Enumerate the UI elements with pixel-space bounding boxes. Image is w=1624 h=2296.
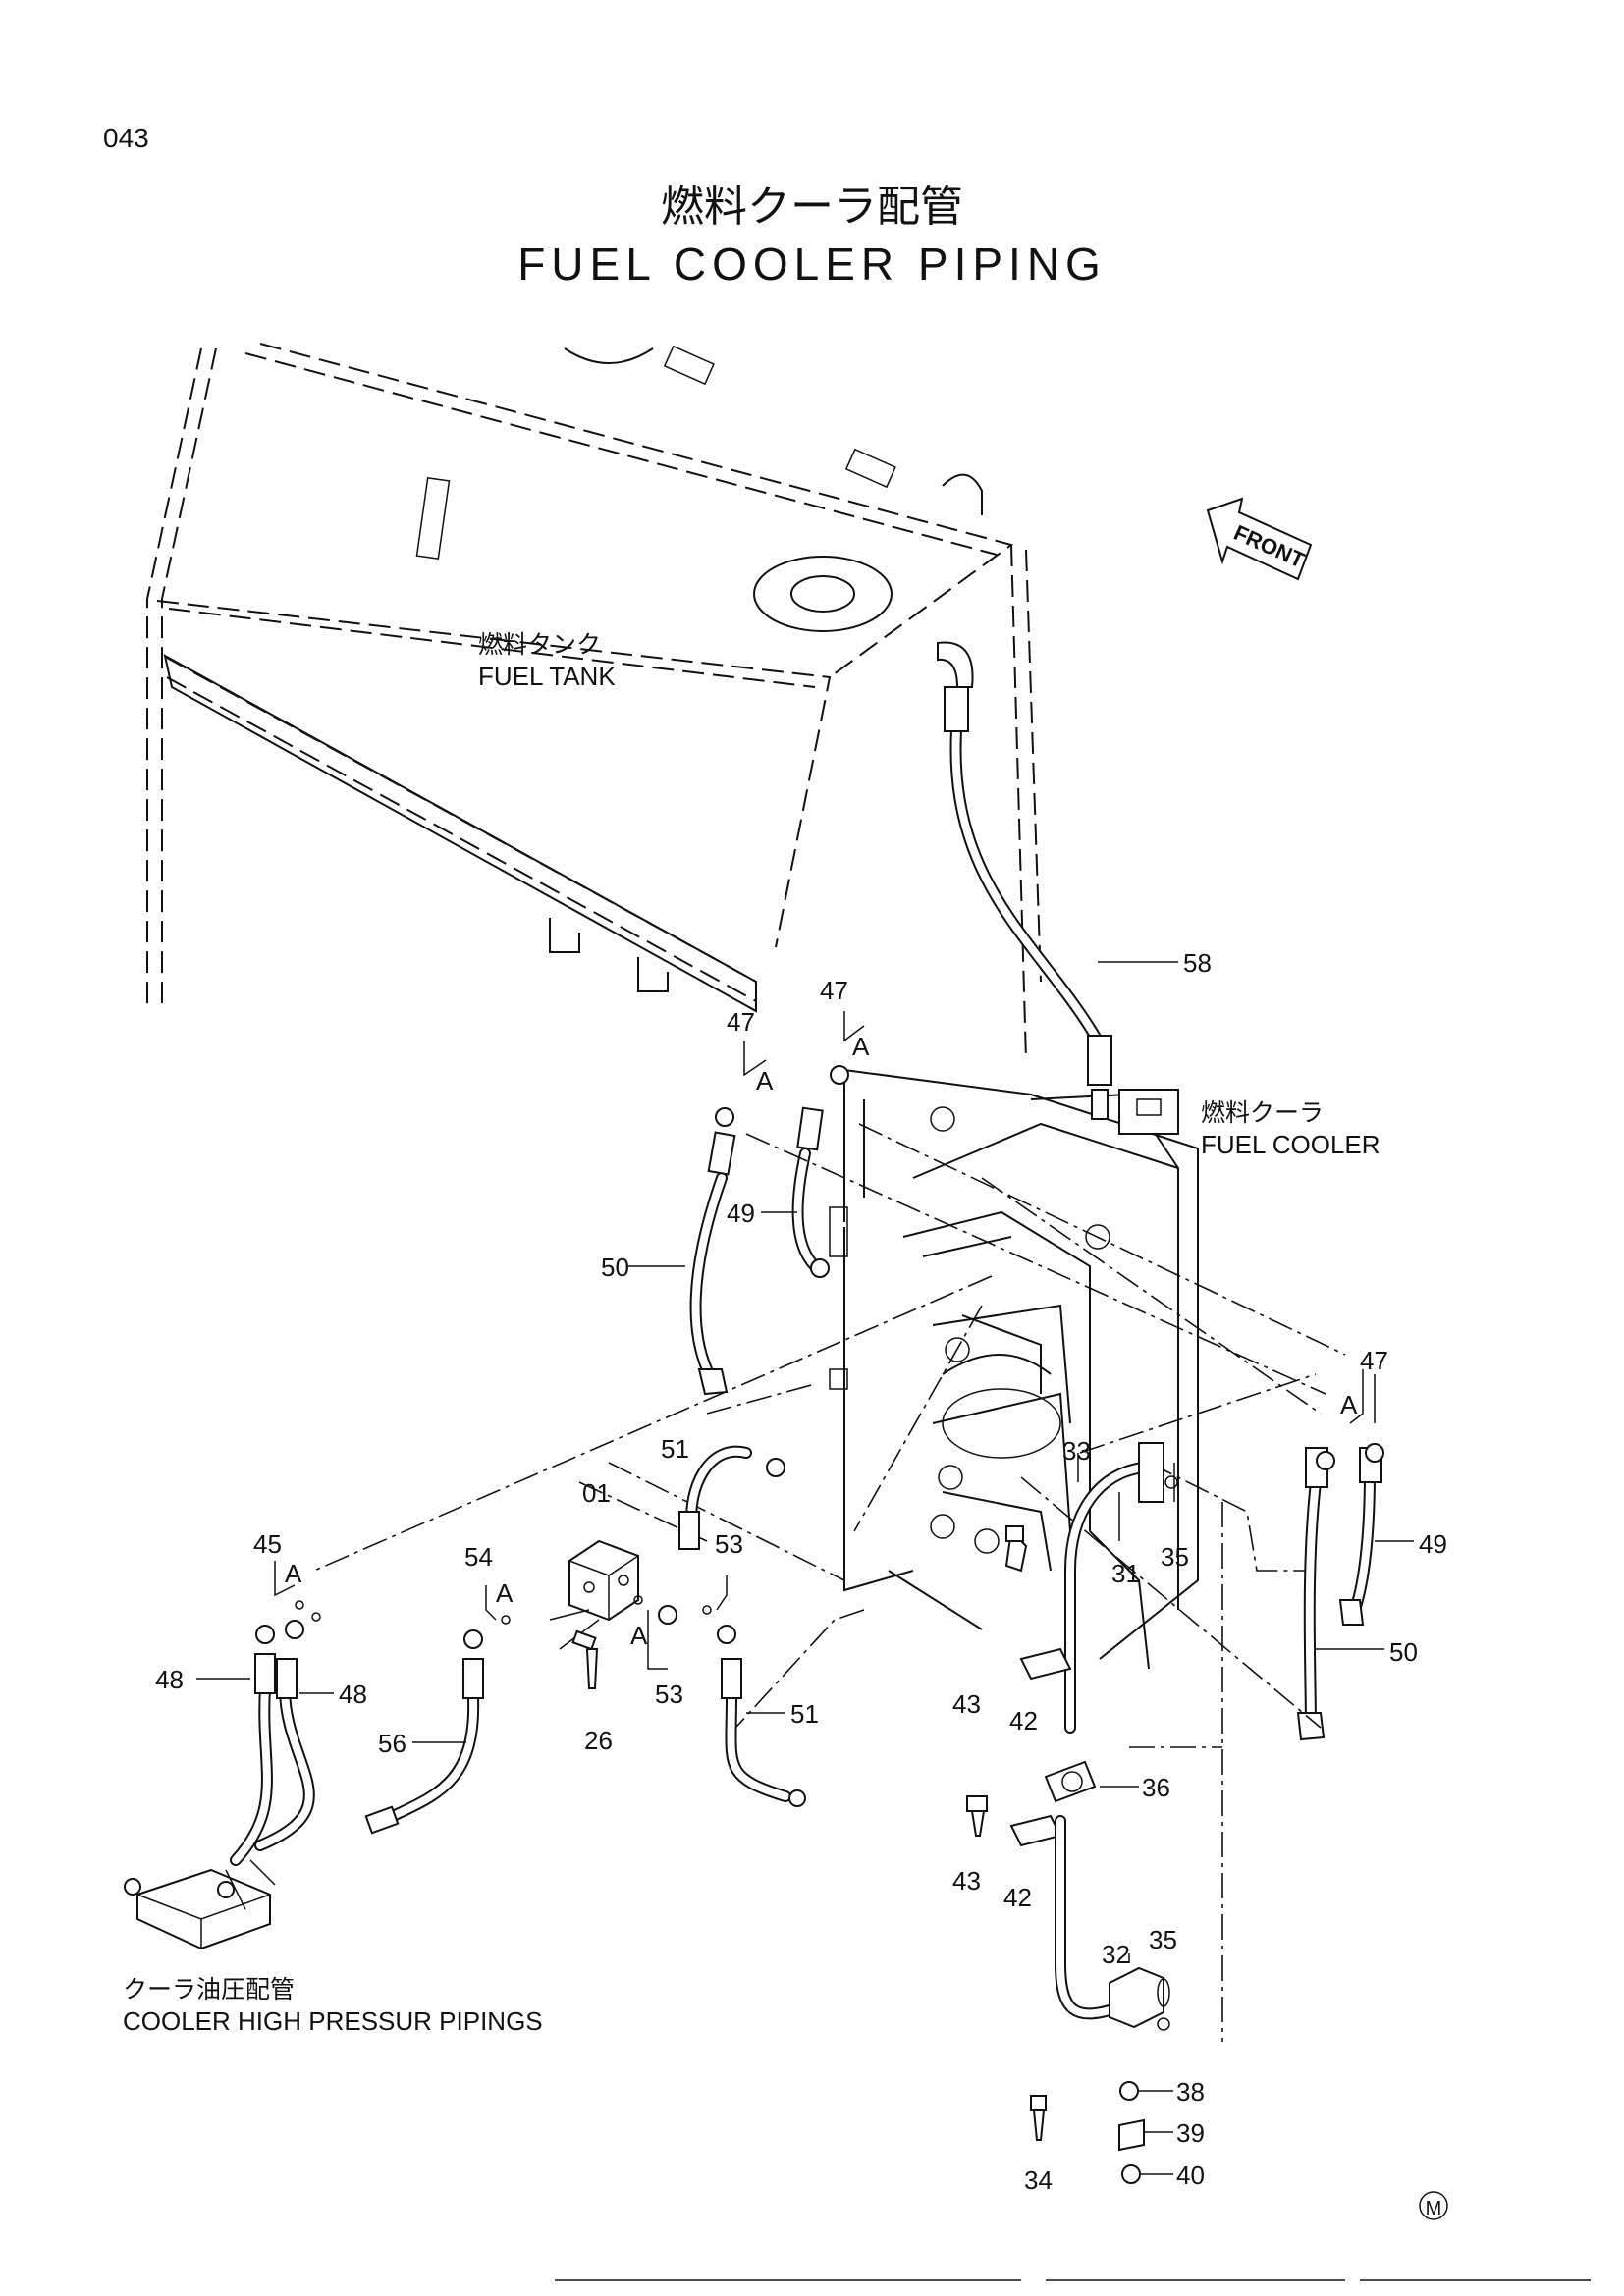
callout-53: 53 [655,1680,683,1709]
callout-38: 38 [1176,2077,1205,2107]
label-fuel-tank-jp: 燃料タンク [478,630,601,659]
fittings-center [255,1595,736,1689]
hoses-left [628,1065,849,1396]
callout-32: 32 [1102,1940,1130,1969]
callout-56: 56 [378,1729,406,1758]
callout-36: 36 [1142,1773,1170,1802]
callout-48: 48 [155,1665,184,1694]
callout-49: 49 [1419,1529,1447,1559]
callout-43: 43 [952,1689,981,1719]
callout-A: A [852,1032,870,1061]
callout-47: 47 [1360,1346,1388,1375]
chain-lines [313,1123,1346,2042]
callout-A: A [756,1066,774,1095]
callout-A: A [630,1621,648,1650]
title-english: FUEL COOLER PIPING [517,239,1107,290]
hoses-lower [196,1445,806,1866]
block-01 [549,1539,639,1650]
pipe-32 [1030,1815,1173,2184]
callout-51: 51 [790,1699,819,1729]
callout-A: A [496,1578,514,1608]
callout-26: 26 [584,1726,613,1755]
callout-31: 31 [1111,1559,1140,1588]
callout-01: 01 [582,1478,611,1508]
callout-34: 34 [1024,2165,1053,2195]
callout-53: 53 [715,1529,743,1559]
clamp-parts [966,1525,1139,1847]
callout-50: 50 [601,1253,629,1282]
leader-brackets [274,1011,1376,1670]
label-fuel-tank-en: FUEL TANK [478,662,616,691]
title-japanese: 燃料クーラ配管 [661,182,963,232]
front-arrow: FRONT [1206,497,1313,581]
page-number: 043 [103,123,149,153]
m-mark-letter: M [1426,2198,1442,2219]
callout-48: 48 [339,1680,367,1709]
label-fuel-cooler-jp: 燃料クーラ [1201,1098,1324,1127]
callout-43: 43 [952,1866,981,1896]
hose-58 [937,641,1178,1120]
callout-47: 47 [727,1007,755,1037]
callouts: 58 47 47 A A 49 50 47 A 49 50 33 31 35 5… [155,948,1447,2195]
label-cooler-pipings-en: COOLER HIGH PRESSUR PIPINGS [123,2006,543,2036]
callout-42: 42 [1003,1883,1032,1912]
callout-51: 51 [661,1434,689,1464]
callout-50: 50 [1389,1637,1418,1667]
callout-45: 45 [253,1529,282,1559]
callout-33: 33 [1062,1436,1091,1466]
cooler-piping-block [124,1859,276,1950]
callout-49: 49 [727,1199,755,1228]
callout-47: 47 [820,976,848,1005]
label-cooler-pipings-jp: クーラ油圧配管 [123,1975,295,2003]
pipe-31 [1064,1442,1178,1734]
fuel-tank-outline [146,343,1042,1061]
m-mark: M [1419,2191,1448,2220]
label-fuel-cooler-en: FUEL COOLER [1201,1130,1380,1159]
callout-35: 35 [1161,1542,1189,1572]
callout-58: 58 [1183,948,1212,978]
hoses-right [1296,1443,1414,1741]
callout-40: 40 [1176,2161,1205,2190]
callout-A: A [1340,1390,1358,1419]
callout-A: A [285,1559,302,1588]
callout-39: 39 [1176,2118,1205,2148]
fuel-cooler-assembly [829,1068,1199,1670]
callout-54: 54 [464,1542,493,1572]
callout-42: 42 [1009,1706,1038,1735]
callout-35: 35 [1149,1925,1177,1954]
